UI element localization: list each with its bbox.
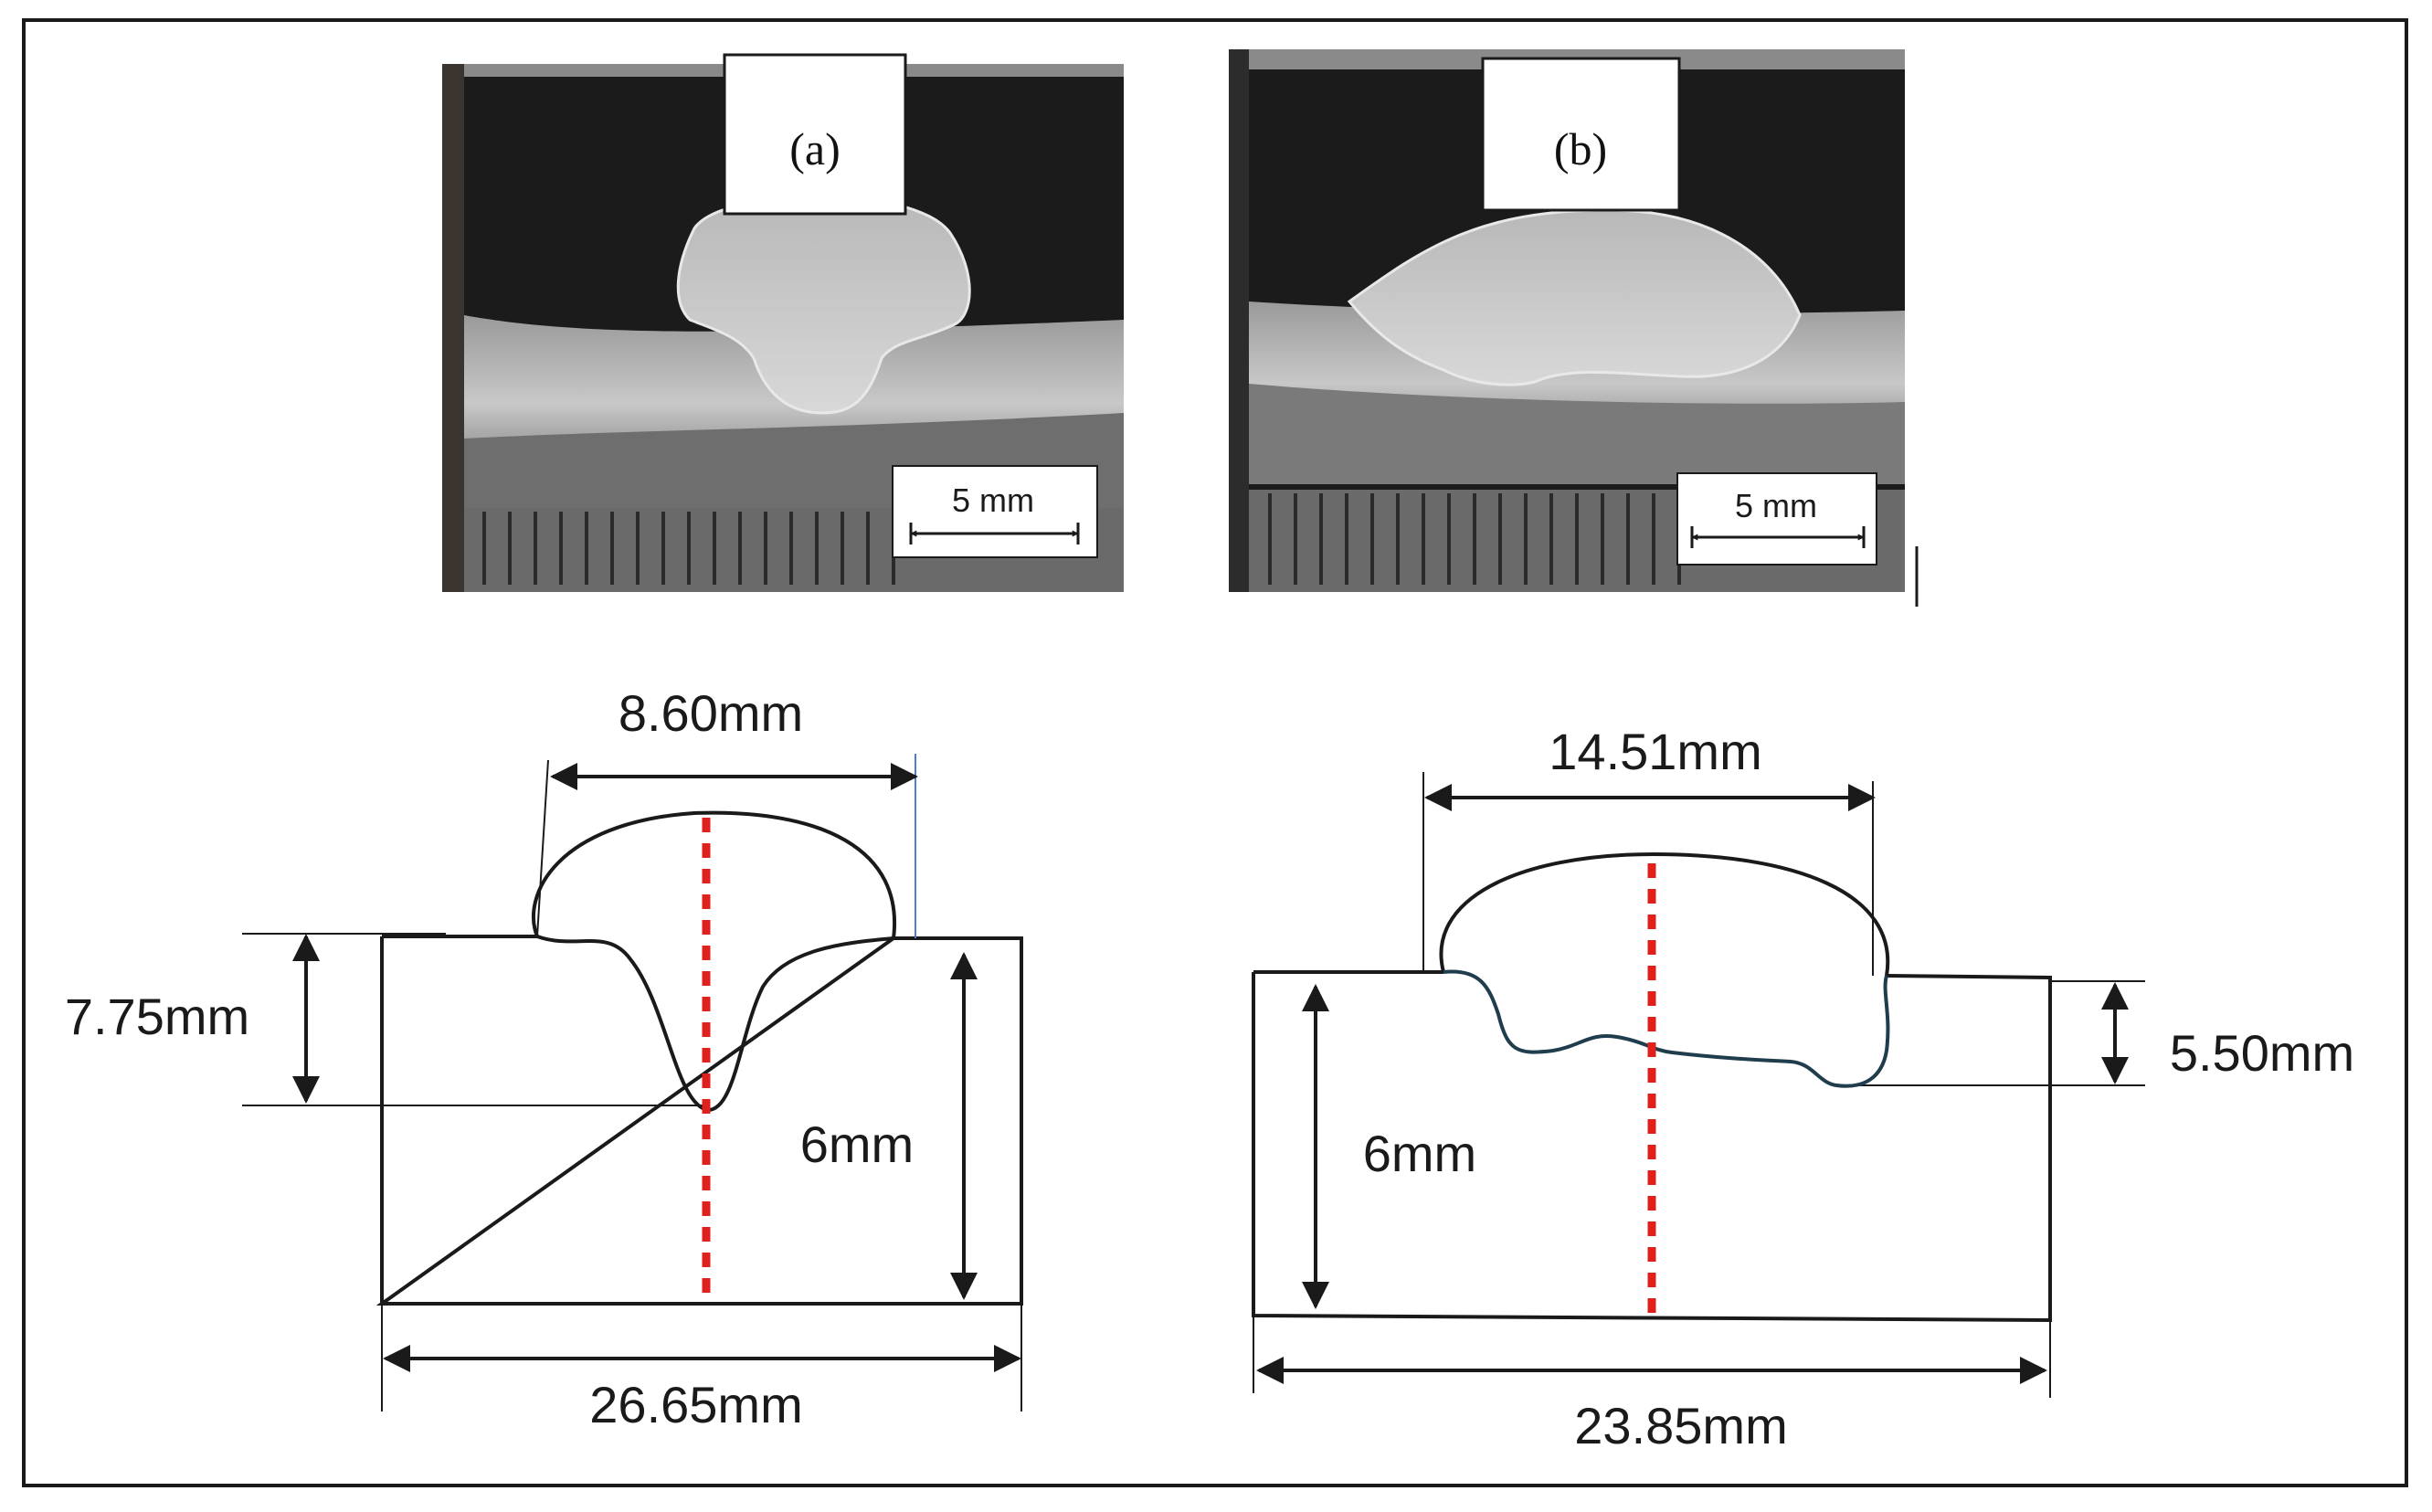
scale-bar-label-a: 5 mm xyxy=(952,481,1034,519)
schematic-a xyxy=(242,754,1023,1412)
scale-bar-b xyxy=(1676,472,1877,566)
label-width-plate-a: 26.65mm xyxy=(589,1376,802,1433)
macrograph-b: (b) 5 mm xyxy=(1229,49,1919,607)
label-width-plate-b: 23.85mm xyxy=(1574,1397,1787,1454)
plate-outline-a xyxy=(375,935,1023,1306)
panel-label-a: (a) xyxy=(789,123,841,174)
label-thickness-a: 6mm xyxy=(800,1115,914,1173)
macrograph-a: (a) 5 mm xyxy=(442,53,1124,592)
scale-bar-a xyxy=(892,465,1098,558)
label-depth-a: 7.75mm xyxy=(65,988,249,1045)
label-width-top-a: 8.60mm xyxy=(619,684,803,742)
label-thickness-b: 6mm xyxy=(1363,1125,1476,1182)
label-width-top-b: 14.51mm xyxy=(1549,723,1761,780)
label-box-a xyxy=(723,53,907,216)
panel-label-b: (b) xyxy=(1554,123,1607,174)
label-box-b xyxy=(1481,57,1681,212)
label-depth-b: 5.50mm xyxy=(2170,1024,2354,1082)
scale-bar-label-b: 5 mm xyxy=(1735,487,1817,524)
figure-frame xyxy=(22,18,2408,1487)
schematic-b xyxy=(1252,772,2145,1398)
fusion-line-b xyxy=(1443,969,1890,1088)
